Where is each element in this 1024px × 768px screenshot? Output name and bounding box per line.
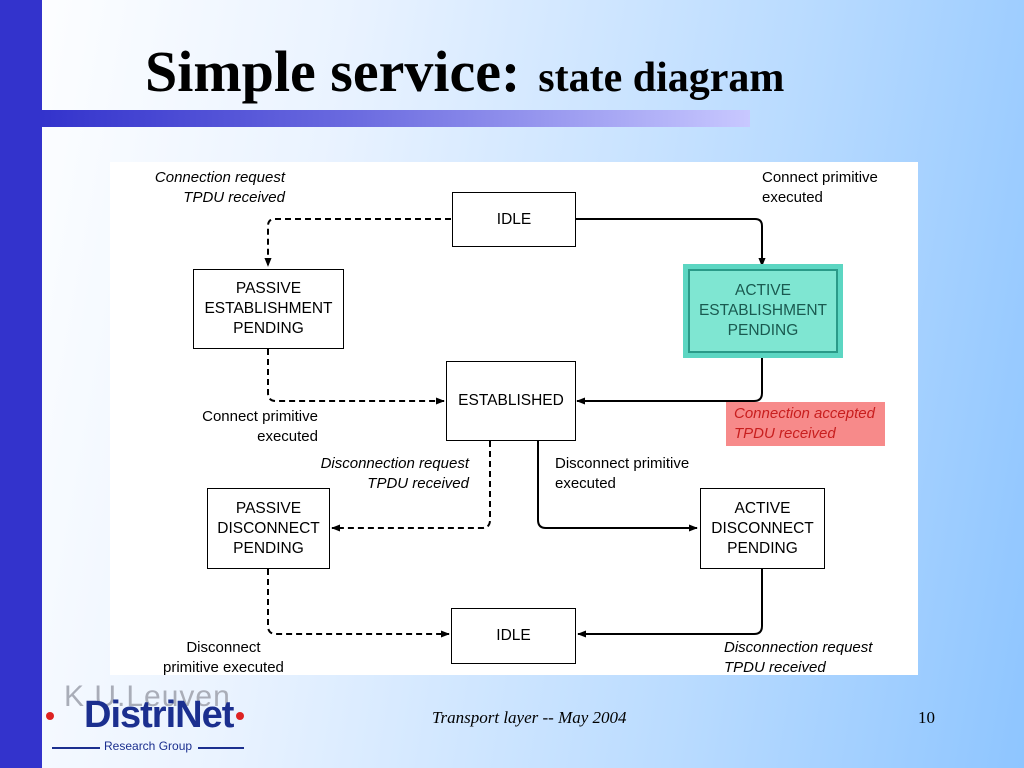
state-active-establishment-pending: ACTIVE ESTABLISHMENT PENDING — [688, 269, 838, 353]
arrow-active-establishment-to-established — [576, 357, 763, 405]
arrow-established-to-active-disconnect — [537, 441, 698, 532]
slide-title-sub: state diagram — [538, 55, 785, 101]
label-connect-primitive-top: Connect primitive executed — [762, 169, 878, 206]
label-disconnection-request-tpdu-bottom: Disconnection request TPDU received — [724, 639, 873, 676]
state-passive-establishment-pending: PASSIVE ESTABLISHMENT PENDING — [193, 269, 344, 349]
side-accent-bar — [0, 0, 42, 768]
arrow-passive-disconnect-to-idle — [267, 569, 450, 638]
state-diagram: IDLE PASSIVE ESTABLISHMENT PENDING ACTIV… — [110, 162, 918, 676]
label-disconnect-primitive-bottom: Disconnect primitive executed — [163, 639, 284, 676]
label-disconnection-request-tpdu-mid: Disconnection request TPDU received — [320, 455, 469, 492]
label-connect-primitive-left: Connect primitive executed — [202, 408, 318, 445]
distrinet-logo: K.U.Leuven DistriNet Research Group — [46, 680, 256, 762]
logo-rule-right — [198, 747, 244, 749]
logo-tagline: Research Group — [104, 739, 193, 753]
kuleuven-watermark: K.U.Leuven — [64, 680, 231, 713]
arrow-idle-to-passive-establishment — [264, 218, 451, 267]
transition-arrows — [264, 218, 766, 638]
state-active-disconnect-pending: ACTIVE DISCONNECT PENDING — [700, 488, 825, 569]
label-connection-accepted-tpdu: Connection accepted TPDU received — [726, 402, 885, 446]
label-connection-request-tpdu: Connection request TPDU received — [154, 169, 285, 206]
logo-rule-left — [52, 747, 100, 749]
arrow-idle-to-active-establishment — [576, 218, 766, 267]
label-disconnect-primitive-mid: Disconnect primitive executed — [555, 455, 690, 492]
state-established: ESTABLISHED — [446, 361, 576, 441]
logo-name: DistriNet — [84, 694, 234, 736]
arrow-passive-establishment-to-established — [267, 349, 445, 405]
slide-title-main: Simple service: — [145, 39, 521, 104]
footer-text: Transport layer -- May 2004 — [432, 708, 627, 727]
slide-title: Simple service: state diagram — [145, 38, 784, 105]
logo-dot-left — [46, 712, 54, 720]
title-underline-bar — [42, 110, 750, 127]
logo-dot-right — [236, 712, 244, 720]
state-idle-bottom: IDLE — [451, 608, 576, 664]
page-number: 10 — [918, 708, 935, 727]
state-passive-disconnect-pending: PASSIVE DISCONNECT PENDING — [207, 488, 330, 569]
state-idle-top: IDLE — [452, 192, 576, 247]
arrow-established-to-passive-disconnect — [331, 441, 491, 532]
arrow-active-disconnect-to-idle — [577, 569, 763, 638]
